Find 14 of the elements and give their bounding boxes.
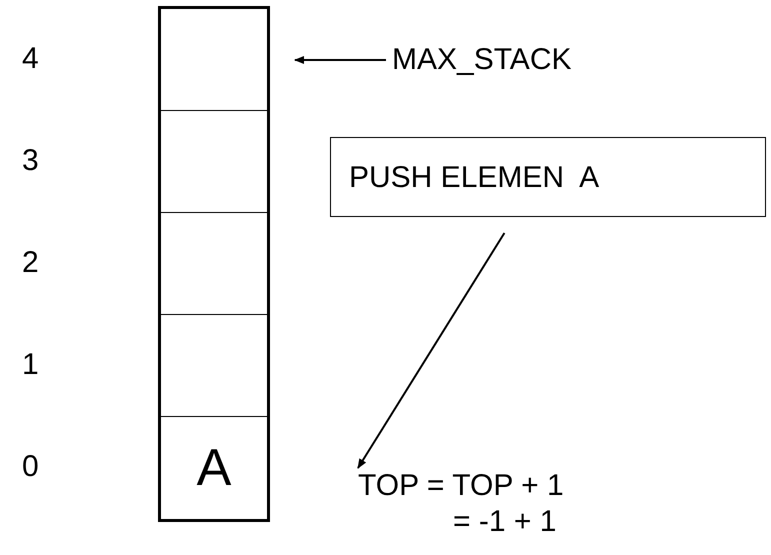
process-box <box>330 137 766 217</box>
formula-text: MAX_STACK <box>392 42 572 78</box>
index-label: 4 <box>22 44 39 74</box>
index-label: 0 <box>22 452 39 482</box>
arrow <box>357 232 506 469</box>
formula-line: = -1 + 1 <box>452 504 556 540</box>
index-label: 1 <box>22 350 39 380</box>
index-label: 2 <box>22 248 39 278</box>
arrow <box>294 56 386 64</box>
box-text: PUSH ELEMEN A <box>349 160 600 196</box>
formula-text: TOP = TOP + 1 <box>358 468 564 504</box>
cell-value: A <box>196 442 232 494</box>
stack-box <box>158 6 270 522</box>
index-label: 3 <box>22 146 39 176</box>
